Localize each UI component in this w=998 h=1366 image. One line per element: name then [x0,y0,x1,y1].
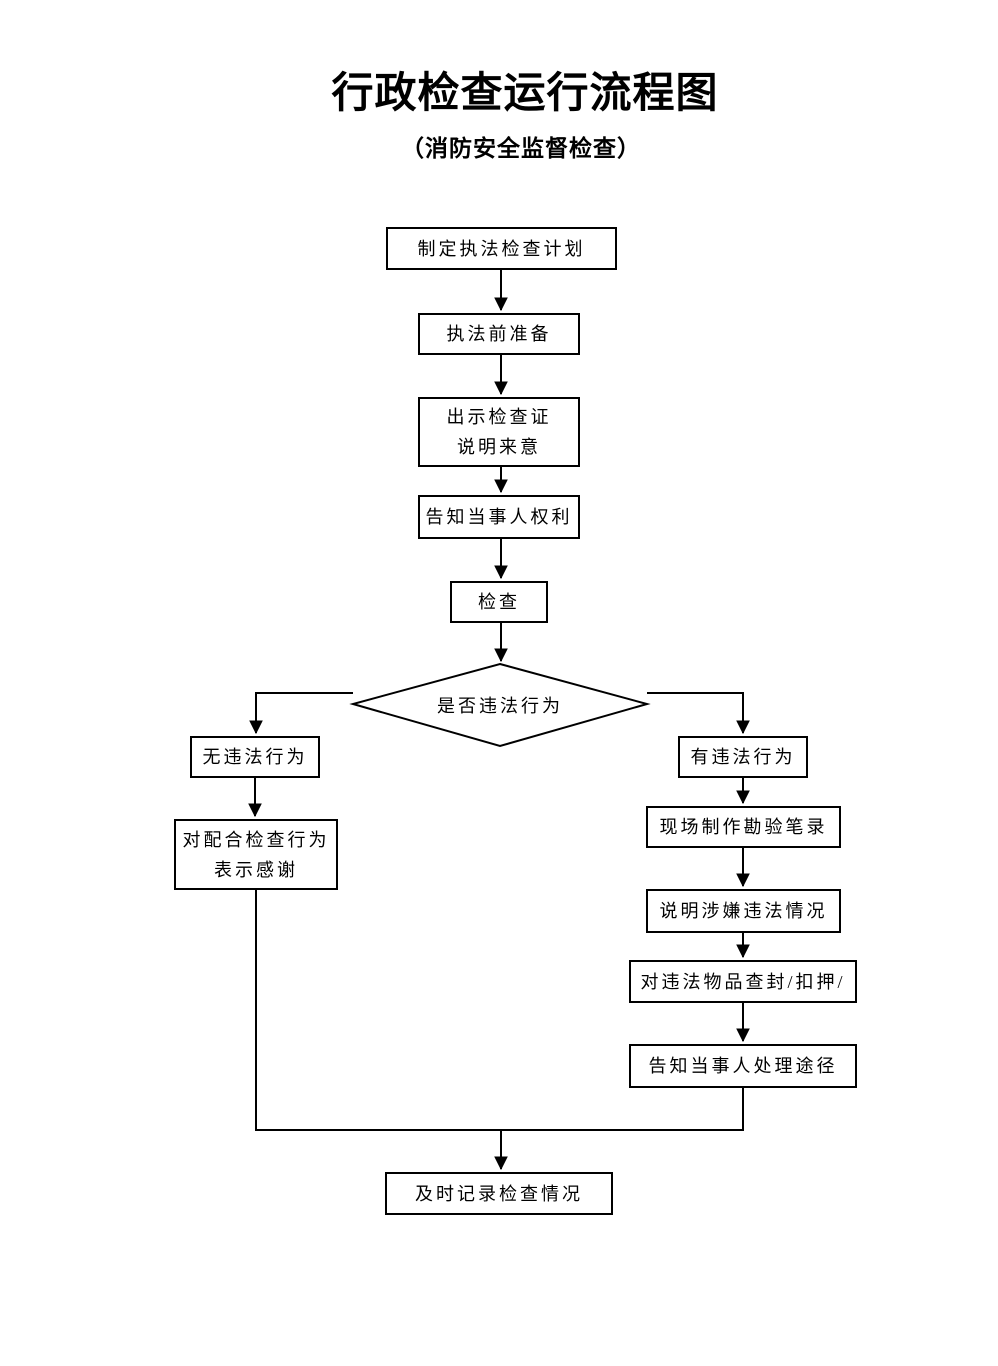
node-label-line1: 出示检查证 [446,407,552,427]
node-record-inspection: 及时记录检查情况 [385,1172,613,1215]
node-label: 检查 [478,592,520,612]
node-label-line2: 表示感谢 [214,859,298,880]
node-label: 及时记录检查情况 [415,1183,583,1204]
node-show-certificate: 出示检查证 说明来意 [418,397,580,467]
node-label: 告知当事人权利 [425,507,573,527]
node-seal-seize-items: 对违法物品查封/扣押/ [629,960,857,1003]
node-has-violation: 有违法行为 [678,736,808,778]
decision-diamond-shape [349,662,651,748]
page-subtitle: （消防安全监督检查） [401,135,641,161]
node-inform-handling-channels: 告知当事人处理途径 [629,1044,857,1088]
node-label: 有违法行为 [690,747,796,767]
node-label: 现场制作勘验笔录 [659,817,828,837]
node-label-line2: 说明来意 [457,437,541,457]
connector-decision-no-violation [256,692,353,733]
node-label: 说明涉嫌违法情况 [659,901,828,921]
node-label: 告知当事人处理途径 [648,1056,838,1076]
node-label-line1: 对配合检查行为 [182,829,330,850]
node-pre-enforcement-preparation: 执法前准备 [418,313,580,355]
node-inform-party-rights: 告知当事人权利 [418,495,580,539]
connector-decision-has-violation [647,692,743,733]
node-make-survey-record: 现场制作勘验笔录 [646,806,841,848]
decision-label: 是否违法行为 [437,696,563,716]
node-thank-cooperation: 对配合检查行为 表示感谢 [174,819,338,890]
page-title: 行政检查运行流程图 [331,69,719,116]
node-inspect: 检查 [450,581,548,623]
node-no-violation: 无违法行为 [190,736,320,778]
node-label: 对违法物品查封/扣押/ [640,971,846,992]
node-explain-suspected-violation: 说明涉嫌违法情况 [646,889,841,933]
node-make-inspection-plan: 制定执法检查计划 [386,227,617,270]
node-label: 制定执法检查计划 [417,238,586,259]
node-decision-violation: 是否违法行为 [353,664,647,746]
node-label: 无违法行为 [202,747,308,767]
node-label: 执法前准备 [446,324,552,344]
